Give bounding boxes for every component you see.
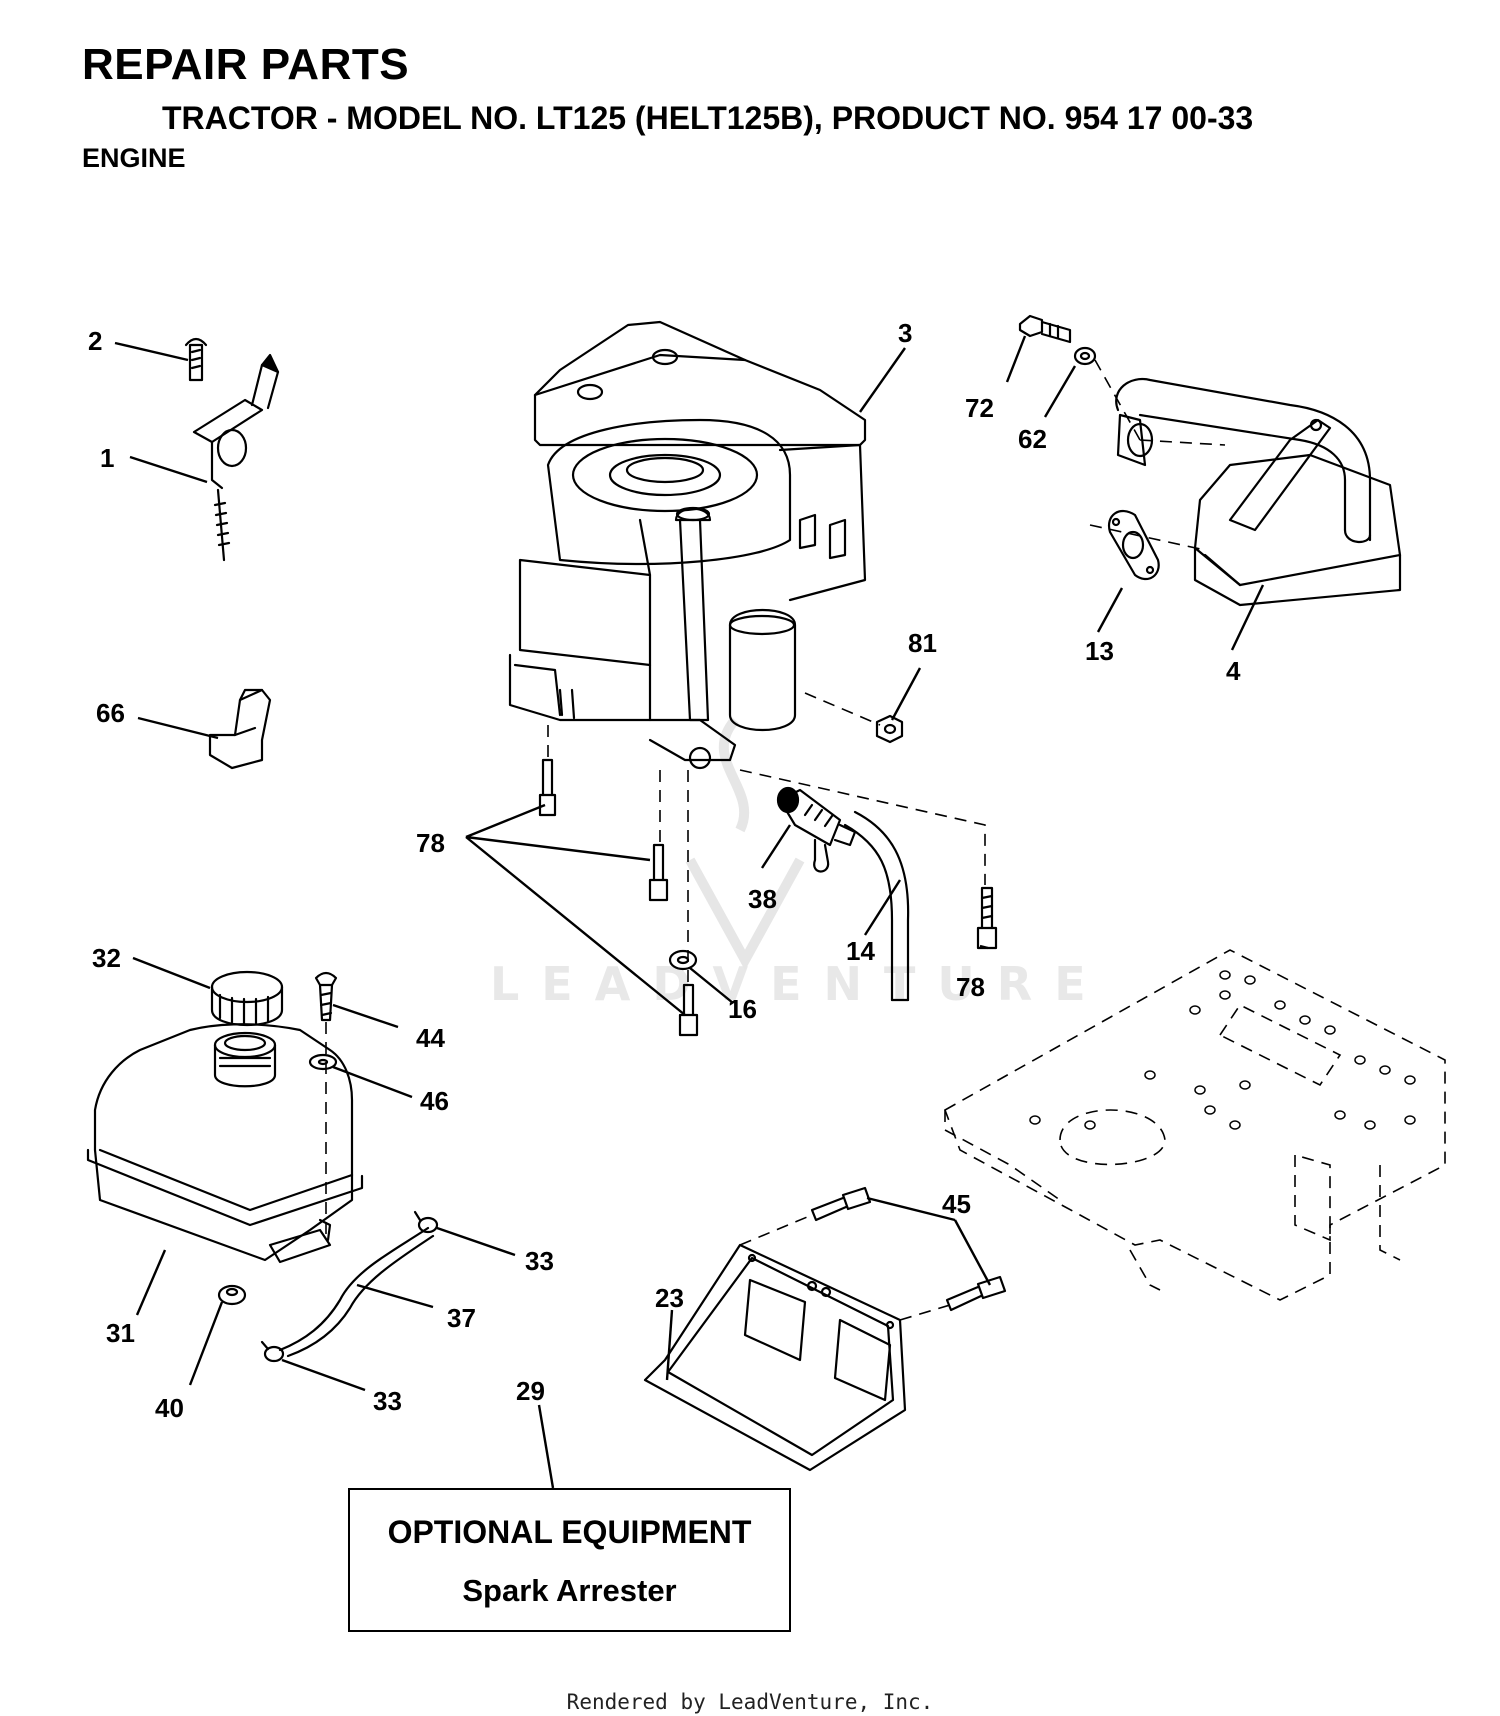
- callout-33b: 33: [373, 1386, 402, 1416]
- part-62-washer: [1073, 346, 1097, 366]
- page-title: REPAIR PARTS: [82, 40, 410, 89]
- part-78-bolt-a: [538, 758, 557, 817]
- callout-78a: 78: [416, 828, 445, 858]
- watermark-text: LEADVENTURE: [490, 957, 1108, 1011]
- frame-hole: [1059, 1109, 1166, 1166]
- callout-40: 40: [155, 1393, 184, 1423]
- part-81-nut: [875, 714, 904, 744]
- phantom-line-shield: [739, 1214, 951, 1321]
- frame-phantom-edge: [944, 1110, 1161, 1291]
- callout-72: 72: [965, 393, 994, 423]
- part-46-washer: [308, 1053, 338, 1071]
- part-72-bolt: [1018, 314, 1072, 344]
- callout-16: 16: [728, 994, 757, 1024]
- part-3-engine: [508, 320, 867, 770]
- callout-29: 29: [516, 1376, 545, 1406]
- part-4-muffler: [1115, 377, 1402, 607]
- callout-13: 13: [1085, 636, 1114, 666]
- optional-equipment-title: OPTIONAL EQUIPMENT: [387, 1514, 752, 1550]
- frame-cutout: [1218, 1003, 1342, 1087]
- callout-81: 81: [908, 628, 937, 658]
- part-44-screw: [314, 971, 338, 1022]
- callout-62: 62: [1018, 424, 1047, 454]
- callout-45: 45: [942, 1189, 971, 1219]
- part-78-bolt-b: [648, 843, 669, 902]
- phantom-line-muffler: [1089, 359, 1226, 551]
- part-40-grommet: [217, 1284, 247, 1306]
- part-45-bolt-a: [810, 1186, 872, 1222]
- phantom-line-nut: [804, 692, 881, 726]
- part-14-fuel-line: [843, 810, 910, 1002]
- callout-46: 46: [420, 1086, 449, 1116]
- callout-38: 38: [748, 884, 777, 914]
- part-78-bolt-c: [678, 983, 699, 1037]
- callout-37: 37: [447, 1303, 476, 1333]
- section-label: ENGINE: [82, 143, 186, 173]
- part-78-bolt-d: [976, 886, 998, 950]
- part-33-clamp-b: [260, 1340, 285, 1363]
- page-subtitle: TRACTOR - MODEL NO. LT125 (HELT125B), PR…: [162, 100, 1254, 136]
- part-66-clip: [208, 688, 272, 770]
- callout-66: 66: [96, 698, 125, 728]
- part-2-screw: [184, 337, 208, 382]
- part-45-bolt-b: [945, 1275, 1007, 1312]
- callout-78b: 78: [956, 972, 985, 1002]
- callout-44: 44: [416, 1023, 445, 1053]
- callout-labels: 1 2 3 4 13 14 16 23 29 31 32 33 33 37 38…: [88, 318, 1241, 1423]
- part-31-fuel-tank: [86, 1023, 364, 1264]
- callout-2: 2: [88, 326, 102, 356]
- spark-arrester-label: Spark Arrester: [462, 1573, 677, 1608]
- leader-lines: [114, 335, 1265, 1489]
- part-37-fuel-hose: [278, 1226, 435, 1358]
- callout-4: 4: [1226, 656, 1241, 686]
- callout-32: 32: [92, 943, 121, 973]
- callout-14: 14: [846, 936, 875, 966]
- callout-23: 23: [655, 1283, 684, 1313]
- callout-33a: 33: [525, 1246, 554, 1276]
- frame-holes: [1029, 970, 1416, 1130]
- part-1-throttle-control: [192, 353, 280, 562]
- part-23-heat-shield: [643, 1243, 907, 1472]
- part-38-fuel-valve: [776, 786, 857, 873]
- optional-equipment-box: OPTIONAL EQUIPMENT Spark Arrester: [348, 1488, 791, 1632]
- part-13-gasket: [1107, 509, 1160, 581]
- watermark-logo-icon: [685, 716, 805, 971]
- frame-bracket: [1294, 1153, 1401, 1261]
- frame-phantom: [944, 949, 1446, 1301]
- footer-credit: Rendered by LeadVenture, Inc.: [566, 1690, 934, 1714]
- callout-1: 1: [100, 443, 114, 473]
- part-32-fuel-cap: [210, 970, 284, 1026]
- part-33-clamp-a: [413, 1210, 439, 1234]
- callout-31: 31: [106, 1318, 135, 1348]
- callout-3: 3: [898, 318, 912, 348]
